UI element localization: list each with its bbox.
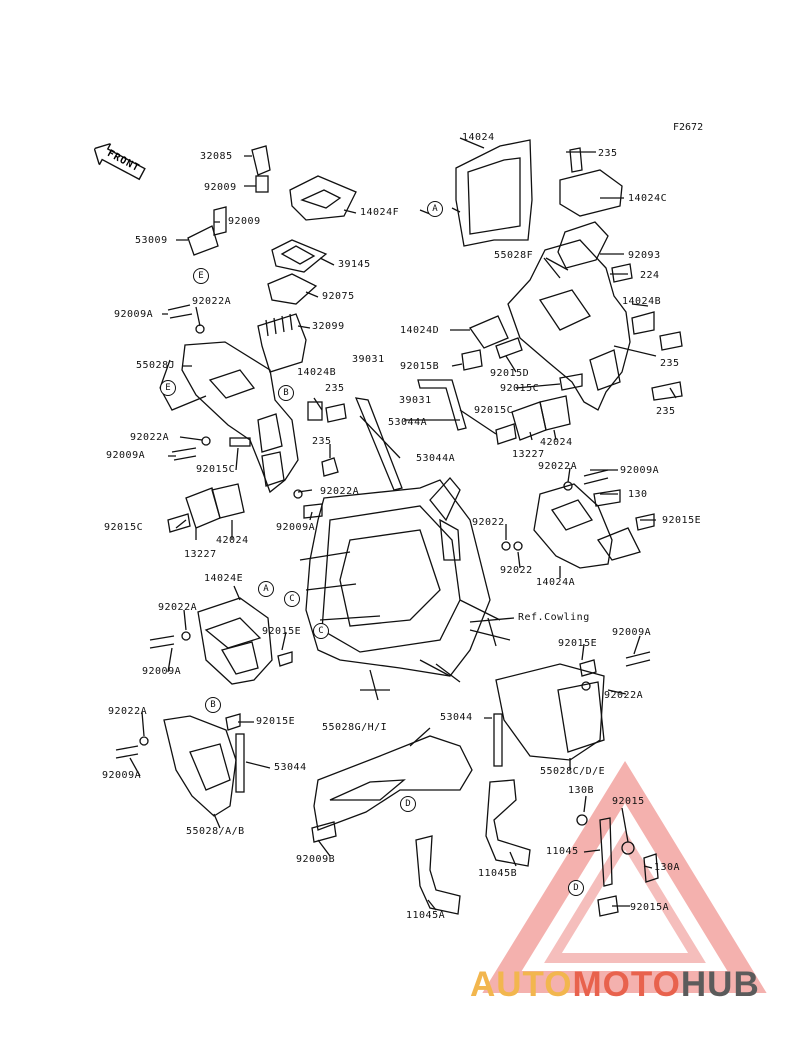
part-label: 42024 (216, 535, 249, 546)
callout-a: A (427, 201, 443, 217)
part-label: 55028F (494, 250, 534, 261)
part-label: 32085 (200, 151, 233, 162)
part-label: 92015E (558, 638, 598, 649)
part-label: 92022 (472, 517, 505, 528)
part-label: 92015D (490, 368, 530, 379)
part-label: 92015C (474, 405, 514, 416)
part-label: 92009A (620, 465, 660, 476)
part-label: 92015B (400, 361, 440, 372)
callout-a-2: A (258, 581, 274, 597)
part-label: 14024F (360, 207, 400, 218)
callout-d: D (400, 796, 416, 812)
part-label: 42024 (540, 437, 573, 448)
part-label: 14024B (297, 367, 337, 378)
part-label: 92009A (114, 309, 154, 320)
part-label: 39031 (352, 354, 385, 365)
part-label: 32099 (312, 321, 345, 332)
part-label: 14024B (622, 296, 662, 307)
callout-d-2: D (568, 880, 584, 896)
part-label: 235 (312, 436, 332, 447)
part-label: 53044A (388, 417, 428, 428)
part-label: 92075 (322, 291, 355, 302)
part-label: 11045B (478, 868, 518, 879)
part-label: 92015E (662, 515, 702, 526)
part-label: 92009 (204, 182, 237, 193)
part-label: 235 (325, 383, 345, 394)
part-label: 92022A (192, 296, 232, 307)
part-label: 92022A (108, 706, 148, 717)
part-label: 92015C (500, 383, 540, 394)
part-label: 235 (660, 358, 680, 369)
part-label: 92093 (628, 250, 661, 261)
part-label: 92009A (276, 522, 316, 533)
part-label: 92015C (196, 464, 236, 475)
part-label: 92009B (296, 854, 336, 865)
automotohub-watermark-logo: AUTOMOTOHUB (470, 965, 760, 1005)
part-label: 13227 (512, 449, 545, 460)
front-direction-arrow: FRONT (89, 138, 150, 185)
logo-part-auto: AUTO (470, 965, 573, 1004)
part-label: 53009 (135, 235, 168, 246)
part-label: 39145 (338, 259, 371, 270)
part-label: 55028C/D/E (540, 766, 606, 777)
part-label: 11045 (546, 846, 579, 857)
callout-c-2: C (313, 623, 329, 639)
part-label: 92022 (500, 565, 533, 576)
part-label: 224 (640, 270, 660, 281)
part-label: 92015 (612, 796, 645, 807)
part-label: 92022A (320, 486, 360, 497)
part-label: 13227 (184, 549, 217, 560)
part-label: 92022A (130, 432, 170, 443)
logo-part-hub: HUB (680, 965, 760, 1004)
part-label: 55028J (136, 360, 176, 371)
part-label: 235 (656, 406, 676, 417)
part-label: Ref.Cowling (518, 612, 590, 623)
part-label: 55028/A/B (186, 826, 245, 837)
part-label: 11045A (406, 910, 446, 921)
figure-code: F2672 (673, 122, 704, 133)
part-label: 92009 (228, 216, 261, 227)
callout-c: C (284, 591, 300, 607)
part-label: 39031 (399, 395, 432, 406)
callout-b-2: B (205, 697, 221, 713)
callout-e-2: E (160, 380, 176, 396)
part-label: 92009A (102, 770, 142, 781)
part-label: 53044 (440, 712, 473, 723)
part-label: 130A (654, 862, 681, 873)
logo-part-moto: MOTO (572, 965, 681, 1004)
part-label: 92009A (612, 627, 652, 638)
part-label: 92022A (604, 690, 644, 701)
part-label: 55028G/H/I (322, 722, 388, 733)
part-label: 92009A (142, 666, 182, 677)
part-label: 92015A (630, 902, 670, 913)
part-label: 92022A (538, 461, 578, 472)
front-arrow-icon (93, 142, 146, 181)
part-label: 53044A (416, 453, 456, 464)
part-label: 235 (598, 148, 618, 159)
part-label: 92015C (104, 522, 144, 533)
callout-e: E (193, 268, 209, 284)
part-label: 92022A (158, 602, 198, 613)
part-label: 14024C (628, 193, 668, 204)
callout-b: B (278, 385, 294, 401)
part-label: 14024 (462, 132, 495, 143)
part-label: 130 (628, 489, 648, 500)
part-label: 14024A (536, 577, 576, 588)
part-label: 53044 (274, 762, 307, 773)
part-label: 92009A (106, 450, 146, 461)
part-label: 92015E (256, 716, 296, 727)
part-label: 14024E (204, 573, 244, 584)
part-label: 14024D (400, 325, 440, 336)
part-label: 130B (568, 785, 595, 796)
part-label: 92015E (262, 626, 302, 637)
